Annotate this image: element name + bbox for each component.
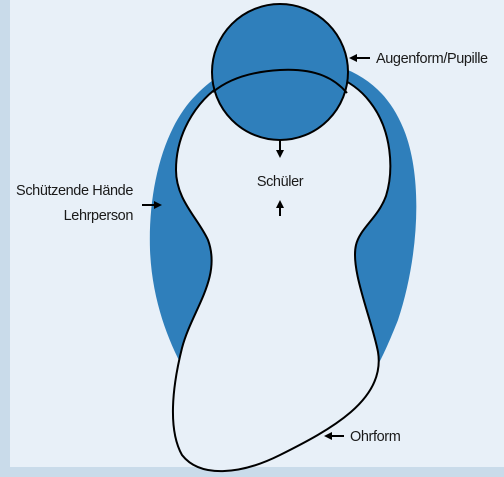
ear-outline-overlap bbox=[212, 68, 348, 94]
student-label: Schüler bbox=[257, 174, 304, 190]
student-arrow-down bbox=[276, 140, 284, 158]
hands-label-line2: Lehrperson bbox=[64, 208, 134, 224]
eye-label: Augenform/Pupille bbox=[376, 51, 488, 67]
ear-label: Ohrform bbox=[350, 429, 401, 445]
ear-arrow bbox=[324, 432, 344, 440]
ear-shape bbox=[171, 66, 392, 473]
hands-label-line1: Schützende Hände bbox=[16, 183, 133, 199]
student-arrow-up bbox=[276, 200, 284, 216]
eye-circle bbox=[211, 3, 349, 141]
left-border-bar bbox=[0, 0, 10, 477]
eye-arrow bbox=[349, 54, 370, 62]
bottom-border-bar bbox=[0, 467, 504, 477]
hands-arrow bbox=[142, 201, 162, 209]
